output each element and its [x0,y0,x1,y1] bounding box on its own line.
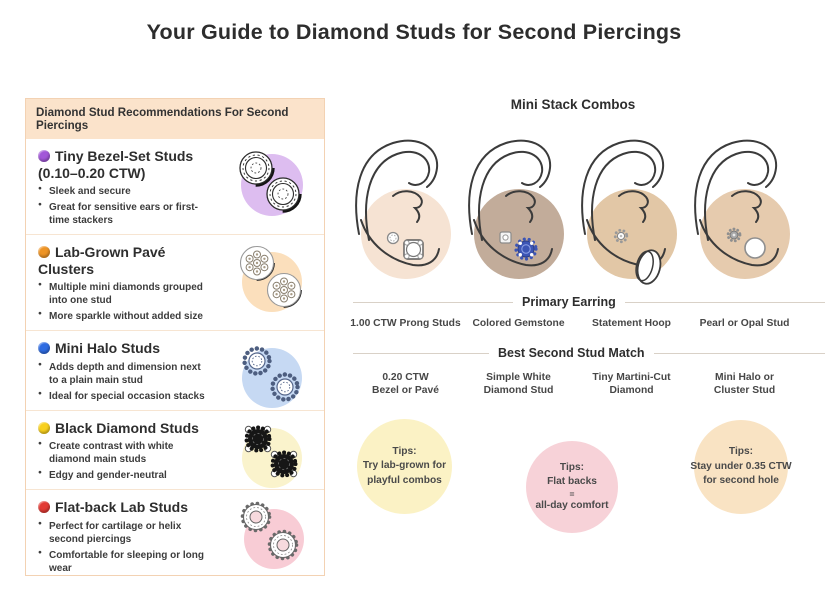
ear-line-art [581,139,666,267]
item-title: Black Diamond Studs [38,420,210,437]
second-labels-row: 0.20 CTW Bezel or Pavé Simple White Diam… [349,371,801,397]
item-title: Flat-back Lab Studs [38,499,210,516]
second-label: Mini Halo or Cluster Stud [713,372,776,397]
page-title: Your Guide to Diamond Studs for Second P… [146,20,682,44]
skin-tone-circle [700,189,790,279]
ear-illustrations-row [349,134,801,299]
item-text: Flat-back Lab Studs Perfect for cartilag… [38,499,210,575]
primary-label: Statement Hoop [592,318,671,329]
ear-pearl-stud-illustration [694,139,790,279]
list-item-lab-grown-pave-clusters: Lab-Grown Pavé Clusters Multiple mini di… [26,234,324,330]
second-label: Tiny Martini-Cut Diamond [592,372,671,397]
bullet: Comfortable for sleeping or long wear [38,549,210,575]
item-text: Lab-Grown Pavé Clusters Multiple mini di… [38,244,210,323]
second-stud-divider: Best Second Stud Match [353,346,825,360]
second-label: Simple White Diamond Stud [483,372,554,397]
ear-prong-studs-illustration [355,139,451,279]
second-stud [726,227,742,243]
item-title: Tiny Bezel-Set Studs [38,148,210,165]
bullet: Great for sensitive ears or first-time s… [38,201,210,227]
primary-label: 1.00 CTW Prong Studs [350,318,461,329]
item-title: Lab-Grown Pavé Clusters [38,244,166,277]
item-bullets: Sleek and secure Great for sensitive ear… [38,185,210,227]
item-text: Tiny Bezel-Set Studs (0.10–0.20 CTW) Sle… [38,148,210,227]
bullet: Perfect for cartilage or helix second pi… [38,520,210,546]
orange-dot-icon [38,246,50,259]
bullet: Ideal for special occasion stacks [38,390,210,403]
pearl-earring [744,237,766,259]
prong-stud-earring [403,239,424,260]
item-text: Black Diamond Studs Create contrast with… [38,420,210,483]
red-dot-icon [38,501,50,514]
flat-back-studs-illustration [240,501,304,570]
second-label: 0.20 CTW Bezel or Pavé [372,372,439,397]
tip-circle-ctw-limit: Tips: Stay under 0.35 CTW for second hol… [690,420,792,514]
ear-line-art [468,139,553,267]
combos-title: Mini Stack Combos [510,97,636,112]
purple-dot-icon [38,150,50,162]
hoop-earring [635,249,662,285]
second-stud [499,231,512,244]
gemstone-earring [514,237,538,261]
primary-earring-divider: Primary Earring [353,295,825,309]
black-diamond-studs-illustration [242,423,302,488]
second-stud [386,231,400,245]
divider-title: Primary Earring [522,295,616,309]
item-bullets: Perfect for cartilage or helix second pi… [38,520,210,575]
ear-colored-gemstone-illustration [468,139,564,279]
bezel-studs-illustration [237,149,303,216]
item-subtitle: (0.10–0.20 CTW) [38,164,146,181]
skin-tone-circle [361,189,451,279]
list-item-tiny-bezel-set-studs: Tiny Bezel-Set Studs (0.10–0.20 CTW) Sle… [26,139,324,234]
list-item-flat-back-lab-studs: Flat-back Lab Studs Perfect for cartilag… [26,489,324,582]
primary-label: Colored Gemstone [472,318,565,329]
divider-title: Best Second Stud Match [498,346,645,360]
list-item-mini-halo-studs: Mini Halo Studs Adds depth and dimension… [26,330,324,410]
blue-dot-icon [38,342,50,355]
item-text: Mini Halo Studs Adds depth and dimension… [38,340,210,403]
divider-line [353,352,489,354]
primary-label: Pearl or Opal Stud [699,318,790,329]
bullet: Adds depth and dimension next to a plain… [38,361,210,387]
bullet: Multiple mini diamonds grouped into one … [38,281,210,307]
divider-line [353,301,513,303]
item-bullets: Multiple mini diamonds grouped into one … [38,281,210,323]
ear-line-art [355,139,440,267]
mini-halo-studs-illustration [242,334,302,409]
divider-line [624,301,825,303]
skin-tone-circle [587,189,677,279]
recommendations-panel-header: Diamond Stud Recommendations For Second … [26,99,324,139]
second-stud [613,228,629,244]
item-bullets: Adds depth and dimension next to a plain… [38,361,210,403]
primary-labels-row: 1.00 CTW Prong Studs Colored Gemstone St… [349,317,801,330]
bullet: More sparkle without added size [38,310,210,323]
item-bullets: Create contrast with white diamond main … [38,440,210,482]
bullet: Edgy and gender-neutral [38,469,210,482]
yellow-dot-icon [38,421,50,434]
divider-line [653,352,825,354]
ear-line-art [694,139,779,267]
skin-tone-circle [474,189,564,279]
bullet: Create contrast with white diamond main … [38,440,210,466]
tip-circle-flat-backs: Tips: Flat backs = all-day comfort [526,441,618,533]
pave-clusters-illustration [220,238,302,313]
item-title: Mini Halo Studs [38,340,210,357]
list-item-black-diamond-studs: Black Diamond Studs Create contrast with… [26,409,324,490]
recommendations-panel: Diamond Stud Recommendations For Second … [25,98,325,576]
tip-circle-lab-grown: Tips: Try lab-grown for playful combos [357,419,452,514]
bullet: Sleek and secure [38,185,210,198]
ear-statement-hoop-illustration [581,139,677,285]
